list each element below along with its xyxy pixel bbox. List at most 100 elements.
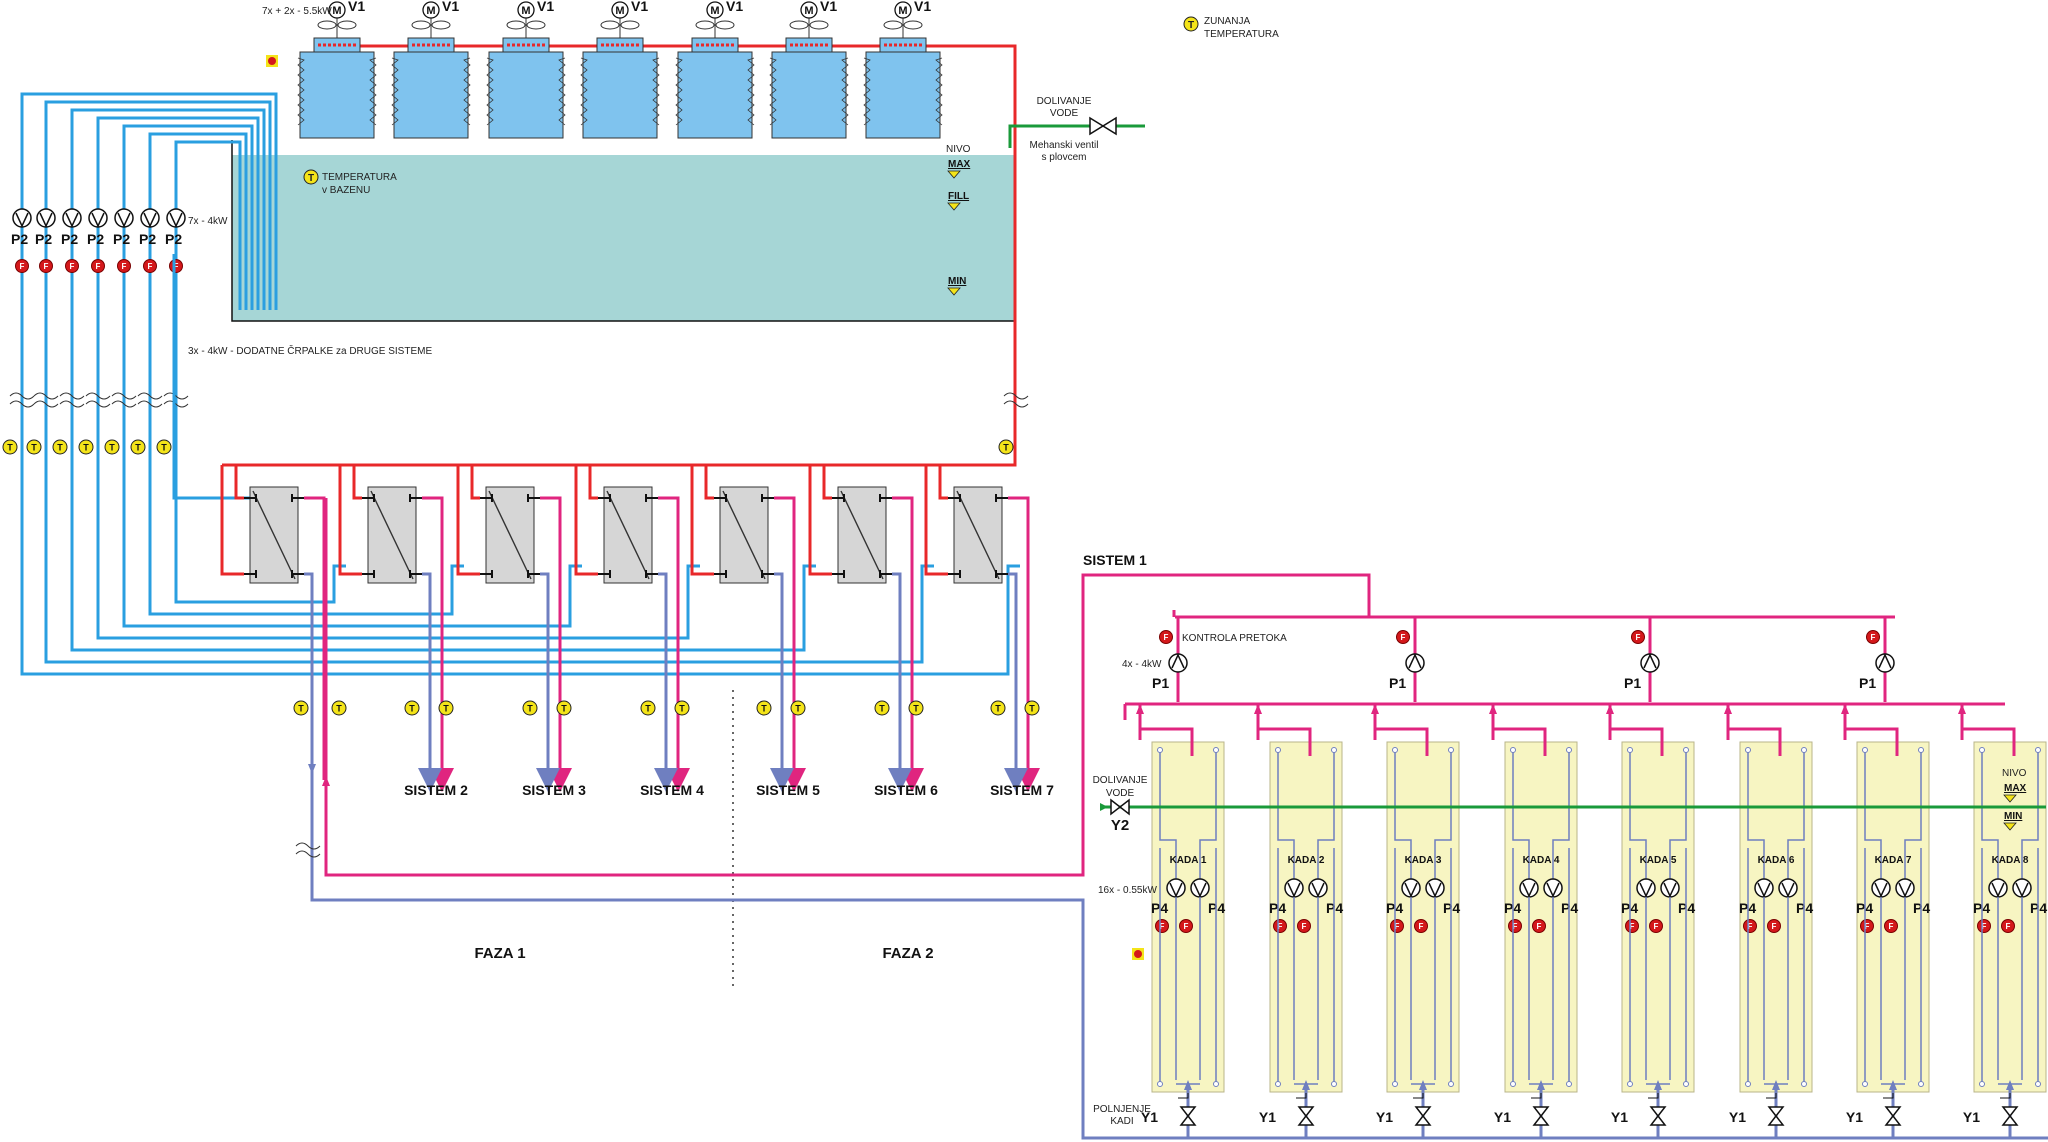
valve-actuator <box>1648 1093 1659 1099</box>
port <box>1331 747 1337 753</box>
flow-sensor-letter: F <box>20 262 25 271</box>
flow-sensor-letter: F <box>1278 922 1283 931</box>
tank-internal <box>1787 748 1805 880</box>
system-label: SISTEM 4 <box>640 782 704 798</box>
pump-icon-triangle <box>1781 882 1795 898</box>
p2-pump-tag: P2 <box>113 231 130 247</box>
return-pipe <box>418 572 442 792</box>
tank-internal <box>1981 748 1999 880</box>
port <box>1157 747 1163 753</box>
hot-pipe <box>234 465 244 500</box>
motor-icon <box>328 1 346 19</box>
temperature-sensor-icon <box>293 700 309 716</box>
hot-pipe <box>352 465 362 500</box>
float-valve-label: s plovcem <box>1041 152 1086 163</box>
pipe-break <box>33 392 59 408</box>
motor-letter: M <box>898 5 907 17</box>
refill2-label: DOLIVANJE <box>1093 775 1148 786</box>
tank-internal <box>2021 748 2039 880</box>
pump-icon-triangle <box>1169 882 1183 898</box>
temperature-sensor-icon <box>26 439 42 455</box>
flow-arrow-icon <box>1958 704 1966 714</box>
pump-icon-triangle <box>1171 653 1185 669</box>
temperature-sensor-letter: T <box>298 704 304 714</box>
tank-internal <box>1552 748 1570 880</box>
pump-icon-triangle <box>169 212 183 228</box>
temperature-sensor-letter: T <box>161 443 167 453</box>
pump-icon-triangle <box>1663 882 1677 898</box>
pool-temp-label: TEMPERATURA <box>322 172 397 183</box>
tank-label: KADA 3 <box>1405 855 1442 866</box>
port <box>1566 747 1572 753</box>
fan-tag: V1 <box>820 0 837 14</box>
fan-coil <box>935 57 943 126</box>
flow-sensor-letter: F <box>96 262 101 271</box>
motor-icon <box>517 1 535 19</box>
level-label: NIVO <box>946 144 971 155</box>
y1-valve-tag: Y1 <box>1846 1109 1863 1125</box>
temperature-sensor-icon <box>874 700 890 716</box>
p4-spec-label: 16x - 0.55kW <box>1098 885 1157 896</box>
pump-icon-triangle <box>1311 882 1325 898</box>
return-pipe <box>888 572 912 792</box>
p1-pump-tag: P1 <box>1859 675 1876 691</box>
fan-blade <box>715 20 735 30</box>
tank-label: KADA 1 <box>1170 855 1207 866</box>
temperature-sensor-icon <box>438 700 454 716</box>
supply-pipe <box>774 496 806 792</box>
flow-sensor-letter: F <box>1302 922 1307 931</box>
p1-pump-tag: P1 <box>1624 675 1641 691</box>
level-max-icon <box>947 170 961 179</box>
port <box>1683 1081 1689 1087</box>
port <box>1448 747 1454 753</box>
tank-fill-label: KADI <box>1110 1116 1133 1127</box>
return-pipe <box>536 572 560 792</box>
flow-arrow-icon <box>1724 704 1732 714</box>
port <box>1392 1081 1398 1087</box>
fan-body <box>582 51 658 139</box>
motor-letter: M <box>710 5 719 17</box>
temperature-sensor-icon <box>990 700 1006 716</box>
flow-sensor-icon <box>1860 919 1874 933</box>
fan-coil <box>675 57 683 126</box>
tank-inlet <box>1962 727 2016 756</box>
flow-sensor-letter: F <box>174 262 179 271</box>
flow-arrow-icon <box>1100 803 1108 811</box>
temperature-sensor-icon <box>156 439 172 455</box>
flow-sensor-icon <box>1767 919 1781 933</box>
temperature-sensor-letter: T <box>135 443 141 453</box>
port <box>2035 1081 2041 1087</box>
tank-inlet <box>1493 727 1547 756</box>
pool-temp-sensor-letter: T <box>308 173 314 184</box>
flow-sensor-icon <box>65 259 79 273</box>
flow-arrow-icon <box>1254 704 1262 714</box>
fan-coil <box>558 57 566 126</box>
flow-arrow-icon <box>1537 1080 1545 1090</box>
fan-coil <box>486 57 494 126</box>
motor-icon <box>422 1 440 19</box>
temperature-sensor-icon <box>556 700 572 716</box>
outside-temp-sensor-icon <box>1183 16 1199 32</box>
tank <box>1856 741 1930 1093</box>
temperature-sensor-letter: T <box>443 704 449 714</box>
port <box>2035 747 2041 753</box>
fan-coil <box>747 57 755 126</box>
heat-exchanger-diagonal <box>606 490 650 580</box>
flow-sensor-icon <box>39 259 53 273</box>
flow-sensor-letter: F <box>1889 922 1894 931</box>
pump-icon-triangle <box>1898 882 1912 898</box>
fan-coil <box>391 57 399 126</box>
fan-coil <box>863 57 871 126</box>
flow-sensor-letter: F <box>1748 922 1753 931</box>
hot-pipe <box>938 465 948 500</box>
supply-pipe <box>658 496 690 792</box>
refill-label: DOLIVANJE <box>1037 96 1092 107</box>
cold-pipe <box>44 100 934 664</box>
flow-sensor-icon <box>1743 919 1757 933</box>
tank-internal <box>1199 748 1217 880</box>
level-max-label: MAX <box>948 159 971 170</box>
motor-icon <box>706 1 724 19</box>
